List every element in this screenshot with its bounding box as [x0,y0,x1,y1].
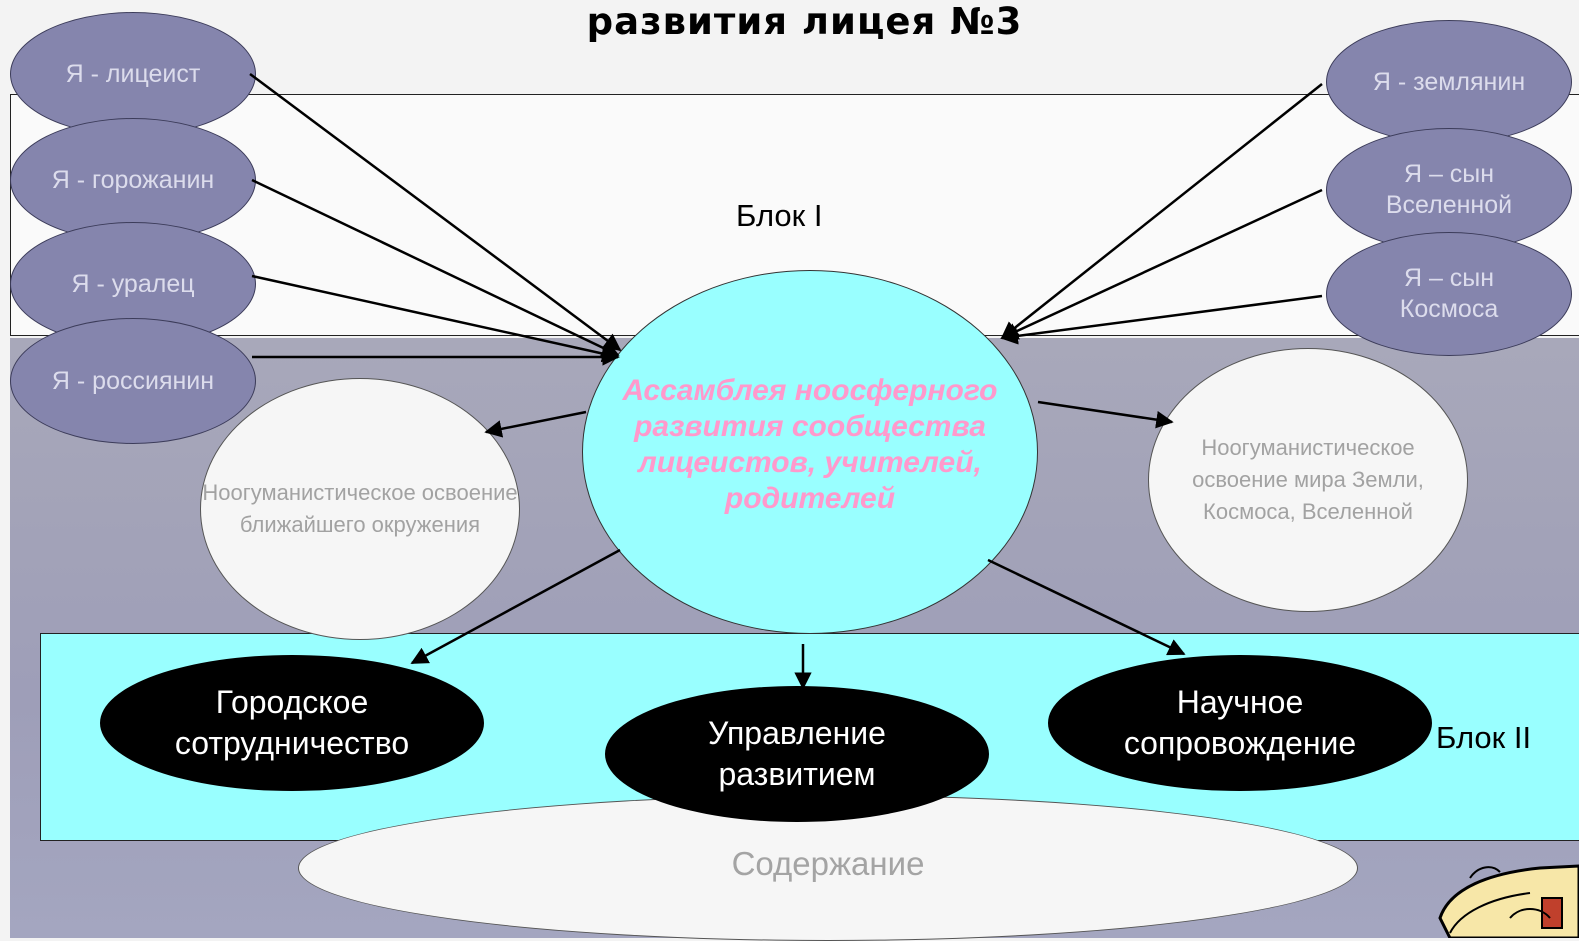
self-node-label: Я - землянин [1372,67,1526,96]
block-2-label: Блок II [1436,720,1532,755]
scientific-support-label: Научное сопровождение [1123,684,1357,761]
arrow-center-to-world [1037,400,1174,429]
near-environment-node: Ноогуманистическое освоение ближайшего о… [200,378,520,640]
left-margin [0,0,10,938]
arrow-cosmos-to-center [1000,294,1323,345]
page-title: развития лицея №3 [586,0,1023,43]
arrow-earthling-to-center [1000,83,1323,340]
assembly-center-node: Ассамблея ноосферного развития сообществ… [582,270,1038,634]
content-label: Содержание [731,845,925,882]
world-space-label: Ноогуманистическое освоение мира Земли, … [1192,435,1424,524]
arrow-ural-to-center [251,274,620,363]
self-universe-node: Я – сын Вселенной [1326,128,1572,252]
development-management-label: Управление развитием [708,715,886,792]
scientific-support-node: Научное сопровождение [1048,655,1432,791]
scroll-illustration-icon [1438,864,1579,938]
block-1-label: Блок I [736,198,823,233]
arrow-center-to-near [484,410,587,438]
world-space-node: Ноогуманистическое освоение мира Земли, … [1148,348,1468,612]
self-earthling-node: Я - землянин [1326,20,1572,144]
self-node-label: Я - лицеист [65,59,201,88]
self-node-label: Я - горожанин [51,165,215,194]
self-node-label: Я – сын Вселенной [1385,160,1513,219]
near-environment-label: Ноогуманистическое освоение ближайшего о… [202,480,518,537]
assembly-center-label: Ассамблея ноосферного развития сообществ… [622,374,998,515]
arrow-center-to-science [987,558,1186,656]
arrow-citizen-to-center [251,178,620,357]
arrow-center-to-city [410,548,621,665]
self-lyceum-student-node: Я - лицеист [10,12,256,136]
arrow-lyceum-to-center [249,72,622,352]
self-russian-node: Я - россиянин [10,318,256,444]
self-node-label: Я - россиянин [51,366,215,395]
self-cosmos-node: Я – сын Космоса [1326,232,1572,356]
self-node-label: Я – сын Космоса [1399,264,1499,323]
arrow-universe-to-center [1000,188,1323,340]
city-cooperation-label: Городское сотрудничество [174,684,410,761]
city-cooperation-node: Городское сотрудничество [100,655,484,791]
self-ural-node: Я - уралец [10,222,256,346]
self-citizen-node: Я - горожанин [10,118,256,242]
self-node-label: Я - уралец [71,269,195,298]
